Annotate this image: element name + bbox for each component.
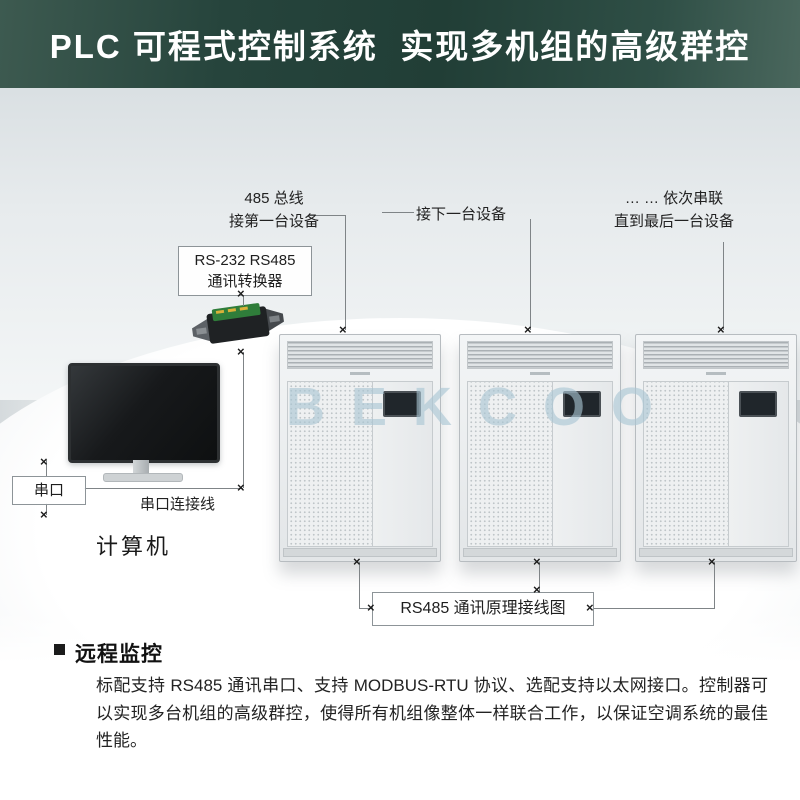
connection-line	[723, 242, 724, 330]
cabinet-vent	[643, 341, 789, 369]
connection-line	[382, 212, 414, 213]
cabinet-display-screen	[563, 391, 602, 417]
label-485-bus-line2: 接第一台设备	[228, 212, 319, 230]
connection-line	[714, 562, 715, 608]
cabinet-panel-door	[552, 382, 612, 546]
label-485-bus: 485 总线 接第一台设备	[214, 188, 334, 233]
connection-line	[46, 460, 47, 476]
cabinet-panel-door	[372, 382, 432, 546]
connection-line	[84, 488, 243, 489]
label-serial-chain-line1: … … 依次串联	[624, 190, 724, 207]
connection-line	[345, 215, 346, 330]
background-bottom-fade	[0, 610, 800, 800]
label-next-device: 接下一台设备	[416, 206, 507, 223]
connection-line	[308, 215, 345, 216]
cabinet-logo	[530, 372, 550, 375]
header-banner: PLC 可程式控制系统 实现多机组的高级群控	[0, 0, 800, 88]
connection-line	[243, 352, 244, 488]
connection-line	[359, 562, 360, 608]
connection-marker-icon: ×	[586, 600, 594, 615]
cabinet-base	[463, 548, 617, 557]
cabinet-base	[639, 548, 793, 557]
connection-marker-icon: ×	[533, 582, 541, 597]
hvac-cabinet-1	[279, 334, 441, 562]
connection-marker-icon: ×	[40, 507, 48, 522]
connection-marker-icon: ×	[367, 600, 375, 615]
connection-line	[539, 562, 540, 592]
cabinet-base	[283, 548, 437, 557]
converter-label-box: RS-232 RS485 通讯转换器	[178, 246, 312, 296]
cabinet-grille-door	[644, 382, 729, 546]
cabinet-grille-door	[468, 382, 553, 546]
connection-line	[530, 219, 531, 330]
connection-marker-icon: ×	[524, 322, 532, 337]
rs232-rs485-converter-image	[192, 303, 284, 344]
remote-monitoring-description: 标配支持 RS485 通讯串口、支持 MODBUS-RTU 协议、选配支持以太网…	[96, 676, 768, 751]
label-computer: 计算机	[96, 534, 172, 559]
serial-port-box: 串口	[12, 476, 86, 505]
cabinet-grille-door	[288, 382, 373, 546]
cabinet-vent	[467, 341, 613, 369]
computer-monitor-screen	[68, 363, 220, 463]
label-485-bus-line1: 485 总线	[244, 190, 304, 207]
cabinet-doors	[643, 381, 789, 547]
cabinet-doors	[467, 381, 613, 547]
page-title: PLC 可程式控制系统 实现多机组的高级群控	[49, 28, 751, 65]
converter-label-line2: 通讯转换器	[207, 273, 283, 290]
remote-monitoring-title: 远程监控	[75, 643, 163, 666]
connection-marker-icon: ×	[717, 322, 725, 337]
square-bullet-icon	[54, 644, 65, 655]
cabinet-display-screen	[383, 391, 422, 417]
wiring-diagram-box: RS485 通讯原理接线图	[372, 592, 594, 626]
connection-line	[592, 608, 715, 609]
label-serial-chain-line2: 直到最后一台设备	[613, 212, 734, 230]
connection-marker-icon: ×	[339, 322, 347, 337]
hvac-cabinet-2	[459, 334, 621, 562]
connection-line	[359, 608, 373, 609]
cabinet-panel-door	[728, 382, 788, 546]
connection-marker-icon: ×	[237, 344, 245, 359]
connection-marker-icon: ×	[353, 554, 361, 569]
cabinet-display-screen	[739, 391, 778, 417]
hvac-cabinet-3	[635, 334, 797, 562]
connection-marker-icon: ×	[237, 286, 245, 301]
computer-monitor-base	[103, 473, 183, 482]
cabinet-vent	[287, 341, 433, 369]
connection-marker-icon: ×	[708, 554, 716, 569]
cabinet-logo	[350, 372, 370, 375]
connection-marker-icon: ×	[40, 454, 48, 469]
connection-marker-icon: ×	[533, 554, 541, 569]
converter-label-line1: RS-232 RS485	[194, 252, 296, 269]
connection-line	[243, 292, 244, 306]
cabinet-logo	[706, 372, 726, 375]
computer-monitor-stand	[133, 460, 149, 474]
label-serial-cable: 串口连接线	[140, 496, 216, 513]
connection-marker-icon: ×	[237, 480, 245, 495]
brand-watermark: BEKCOO	[286, 377, 680, 437]
cabinet-doors	[287, 381, 433, 547]
remote-monitoring-heading: 远程监控	[54, 638, 163, 668]
label-serial-chain: … … 依次串联 直到最后一台设备	[596, 188, 752, 233]
connection-line	[46, 503, 47, 515]
